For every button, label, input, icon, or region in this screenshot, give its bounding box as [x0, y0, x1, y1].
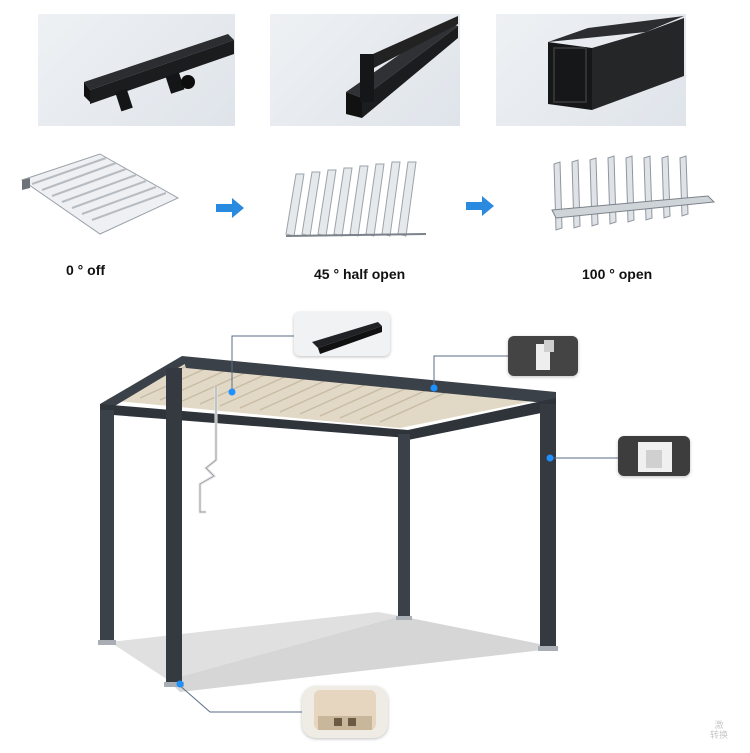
louver-caption-open: 100 ° open: [582, 266, 653, 282]
louvers-open-icon: [551, 155, 716, 231]
base-plate-icon: [314, 690, 376, 730]
watermark: 激 转换: [709, 720, 728, 740]
louver-stage-open: [548, 152, 718, 238]
louvers-half-open-icon: [285, 161, 427, 237]
profile-thumb-post: [496, 14, 686, 126]
callout-base-detail: [302, 686, 388, 738]
callout-post-detail: [618, 436, 690, 476]
callout-beam-detail: [294, 312, 390, 356]
arrow-right-icon: [466, 196, 494, 216]
gutter-profile-icon: [508, 336, 578, 376]
arrow-right-icon: [216, 198, 244, 218]
louver-caption-half-open: 45 ° half open: [314, 266, 406, 282]
louvers-closed-icon: [20, 153, 180, 235]
profile-thumb-gutter: [270, 14, 460, 126]
profile-thumb-beam: [38, 14, 235, 126]
louver-stage-closed: [20, 150, 180, 240]
callout-gutter-detail: [508, 336, 578, 376]
post-profile-icon: [618, 436, 690, 476]
post-profile-icon: [548, 16, 684, 110]
louver-caption-closed: 0 ° off: [66, 262, 106, 278]
beam-profile-icon: [84, 34, 234, 112]
pergola-icon: [98, 335, 618, 713]
louver-stage-half-open: [282, 158, 432, 238]
gutter-profile-icon: [346, 16, 458, 118]
beam-profile-icon: [312, 322, 382, 354]
pergola-illustration: [0, 300, 750, 748]
